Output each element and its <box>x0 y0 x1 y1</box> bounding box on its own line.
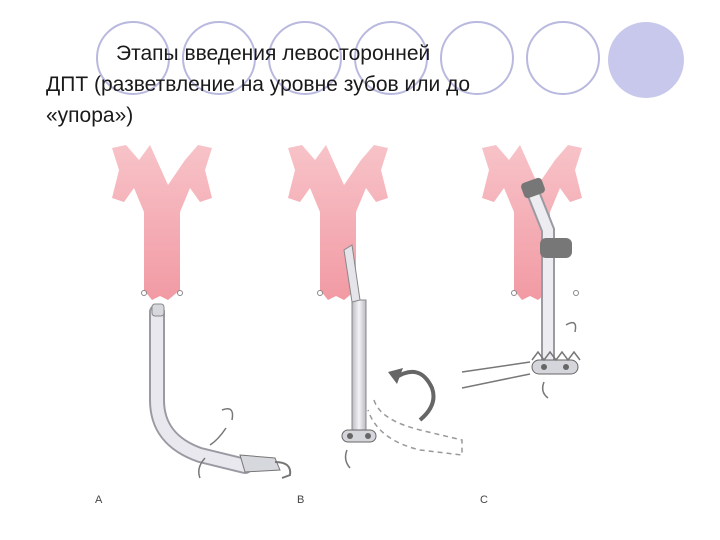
panel-b: B <box>288 145 463 506</box>
arrowhead-b <box>388 368 403 384</box>
rotation-arrow-a2 <box>198 457 206 479</box>
decor-circle <box>268 21 342 95</box>
carina-dot <box>573 290 579 296</box>
decorative-circles <box>96 21 684 98</box>
bronchial-cuff <box>521 177 545 199</box>
panel-label-a: A <box>95 494 103 506</box>
decor-circle <box>440 21 514 95</box>
trachea-c <box>482 145 582 300</box>
trachea-b <box>288 145 388 300</box>
tube-b-tip <box>343 244 361 303</box>
connector-port <box>563 364 569 370</box>
tube-a-inner <box>151 306 251 472</box>
rotation-arrow-c2 <box>541 381 549 399</box>
connector-c <box>531 359 579 375</box>
tube-b <box>351 299 367 431</box>
connector-a <box>239 454 281 473</box>
rotation-arrow-a <box>209 408 234 446</box>
rotation-arrow-c <box>565 321 577 333</box>
connector-b <box>341 429 377 443</box>
decor-circle <box>526 21 600 95</box>
connector-port <box>365 433 371 439</box>
carina-dot <box>511 290 517 296</box>
stylet-a <box>274 461 292 479</box>
slide-title: Этапы введения левосторонней ДПТ (развет… <box>46 38 646 131</box>
dashed-tube-path <box>367 399 463 456</box>
rotation-arrow-b <box>393 369 436 422</box>
decor-circle <box>354 21 428 95</box>
teeth-c <box>531 350 581 362</box>
rotation-arrow-b2 <box>344 449 351 469</box>
carina-dot <box>141 290 147 296</box>
panel-c: C <box>461 145 582 506</box>
laryngoscope-handle <box>461 361 531 389</box>
trachea-a <box>112 145 212 300</box>
title-line-2: ДПТ (разветвление на уровне зубов или до <box>46 73 470 96</box>
connector-port <box>541 364 547 370</box>
tube-c-inner <box>525 183 553 360</box>
carina-dot <box>317 290 323 296</box>
title-line-1: Этапы введения левосторонней <box>116 42 431 65</box>
panel-label-b: B <box>297 494 304 506</box>
panel-label-c: C <box>480 494 488 506</box>
decor-circle <box>182 21 256 95</box>
connector-port <box>347 433 353 439</box>
panel-a: A <box>95 145 292 506</box>
decor-circle-filled <box>608 22 684 98</box>
tube-a-tip <box>151 303 165 317</box>
title-line-3: «упора») <box>46 104 134 127</box>
decor-circle <box>96 21 170 95</box>
carina-dot <box>177 290 183 296</box>
tracheal-cuff <box>540 238 572 258</box>
